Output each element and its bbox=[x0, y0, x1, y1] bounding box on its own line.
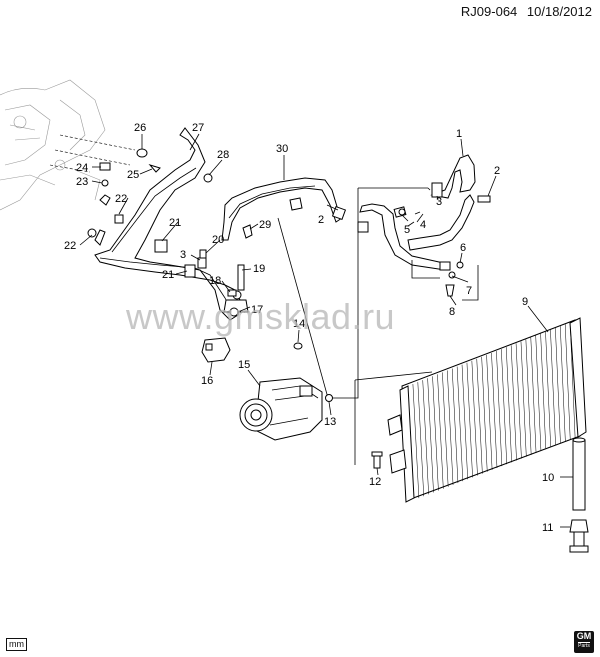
callout-9: 9 bbox=[522, 296, 528, 308]
condenser-fin bbox=[491, 352, 498, 469]
gm-logo-sub: Parts bbox=[578, 643, 590, 649]
diagram-header: RJ09-064 10/18/2012 bbox=[455, 4, 592, 19]
condenser-fin bbox=[525, 339, 532, 455]
condenser-fin bbox=[501, 349, 508, 465]
condenser bbox=[387, 317, 587, 503]
unit-label: mm bbox=[6, 638, 27, 651]
callout-21: 21 bbox=[162, 269, 174, 281]
diagram-code: RJ09-064 bbox=[460, 4, 518, 19]
condenser-fin bbox=[476, 358, 483, 474]
condenser-fin bbox=[545, 331, 551, 448]
condenser-fin bbox=[540, 333, 547, 450]
callout-19: 19 bbox=[253, 263, 265, 275]
callout-2: 2 bbox=[318, 214, 324, 226]
callout-20: 20 bbox=[212, 234, 224, 246]
callout-labels: 1 2 2 3 3 4 5 6 7 8 9 10 11 12 13 14 15 … bbox=[64, 122, 554, 534]
callout-22: 22 bbox=[115, 193, 127, 205]
condenser-fin bbox=[466, 362, 473, 478]
condenser-fin bbox=[451, 368, 459, 484]
fittings-mid bbox=[223, 224, 253, 313]
callout-16: 16 bbox=[201, 375, 213, 387]
gm-logo-text: GM bbox=[576, 631, 592, 641]
callout-22: 22 bbox=[64, 240, 76, 252]
seals-3-4-5 bbox=[393, 206, 421, 227]
callout-13: 13 bbox=[324, 416, 336, 428]
callout-30: 30 bbox=[276, 143, 288, 155]
condenser-fin bbox=[447, 370, 454, 485]
condenser-fin bbox=[427, 378, 434, 493]
callout-17: 17 bbox=[251, 304, 263, 316]
assembly-frames bbox=[277, 187, 479, 465]
condenser-fin bbox=[515, 343, 522, 459]
callout-2: 2 bbox=[494, 165, 500, 177]
condenser-fin bbox=[417, 382, 425, 497]
callout-6: 6 bbox=[460, 242, 466, 254]
engine-outline bbox=[0, 79, 106, 211]
condenser-fin bbox=[412, 384, 420, 499]
condenser-fin bbox=[569, 321, 576, 438]
callout-28: 28 bbox=[217, 149, 229, 161]
callout-26: 26 bbox=[134, 122, 146, 134]
callout-27: 27 bbox=[192, 122, 204, 134]
condenser-fin bbox=[555, 327, 561, 444]
watermark: www.gmsklad.ru bbox=[126, 296, 396, 337]
condenser-fin bbox=[471, 360, 478, 476]
engine-leader-lines bbox=[49, 134, 136, 173]
gm-logo-underline bbox=[578, 642, 590, 643]
callout-18: 18 bbox=[209, 275, 221, 287]
liquid-line bbox=[357, 154, 491, 271]
callout-29: 29 bbox=[259, 219, 271, 231]
condenser-fin bbox=[520, 341, 527, 457]
compressor bbox=[239, 377, 323, 441]
gm-logo: GM Parts bbox=[574, 631, 594, 653]
callout-1: 1 bbox=[456, 128, 462, 140]
fittings-6-7-8 bbox=[439, 261, 464, 297]
callout-3: 3 bbox=[180, 249, 186, 261]
condenser-fin bbox=[432, 376, 439, 491]
condenser-fin bbox=[560, 325, 566, 442]
condenser-fin bbox=[564, 323, 571, 440]
callout-24: 24 bbox=[76, 162, 88, 174]
condenser-fin bbox=[442, 372, 449, 487]
condenser-fin bbox=[456, 366, 464, 482]
diagram-date: 10/18/2012 bbox=[526, 4, 592, 19]
callout-23: 23 bbox=[76, 176, 88, 188]
hose-30 bbox=[221, 177, 347, 241]
callout-12: 12 bbox=[369, 476, 381, 488]
condenser-fin bbox=[530, 337, 537, 453]
small-parts-lower bbox=[201, 289, 383, 469]
callout-leaders bbox=[79, 133, 573, 528]
condenser-fin bbox=[510, 345, 517, 461]
callout-14: 14 bbox=[293, 318, 305, 330]
callout-8: 8 bbox=[449, 306, 455, 318]
callout-15: 15 bbox=[238, 359, 250, 371]
condenser-fin bbox=[486, 354, 493, 470]
callout-5: 5 bbox=[404, 224, 410, 236]
callout-4: 4 bbox=[420, 219, 426, 231]
condenser-fins bbox=[412, 321, 576, 499]
callout-3: 3 bbox=[436, 196, 442, 208]
condenser-fin bbox=[496, 351, 503, 467]
callout-25: 25 bbox=[127, 169, 139, 181]
condenser-fin bbox=[550, 329, 556, 446]
callout-11: 11 bbox=[542, 522, 553, 534]
condenser-fin bbox=[505, 347, 512, 463]
condenser-fin bbox=[481, 356, 488, 472]
callout-10: 10 bbox=[542, 472, 554, 484]
condenser-fin bbox=[461, 364, 468, 480]
callout-7: 7 bbox=[466, 285, 472, 297]
condenser-fin bbox=[535, 335, 542, 452]
condenser-fin bbox=[422, 380, 429, 495]
callout-21: 21 bbox=[169, 217, 181, 229]
condenser-fin bbox=[437, 374, 444, 489]
receiver-drier bbox=[569, 437, 589, 553]
